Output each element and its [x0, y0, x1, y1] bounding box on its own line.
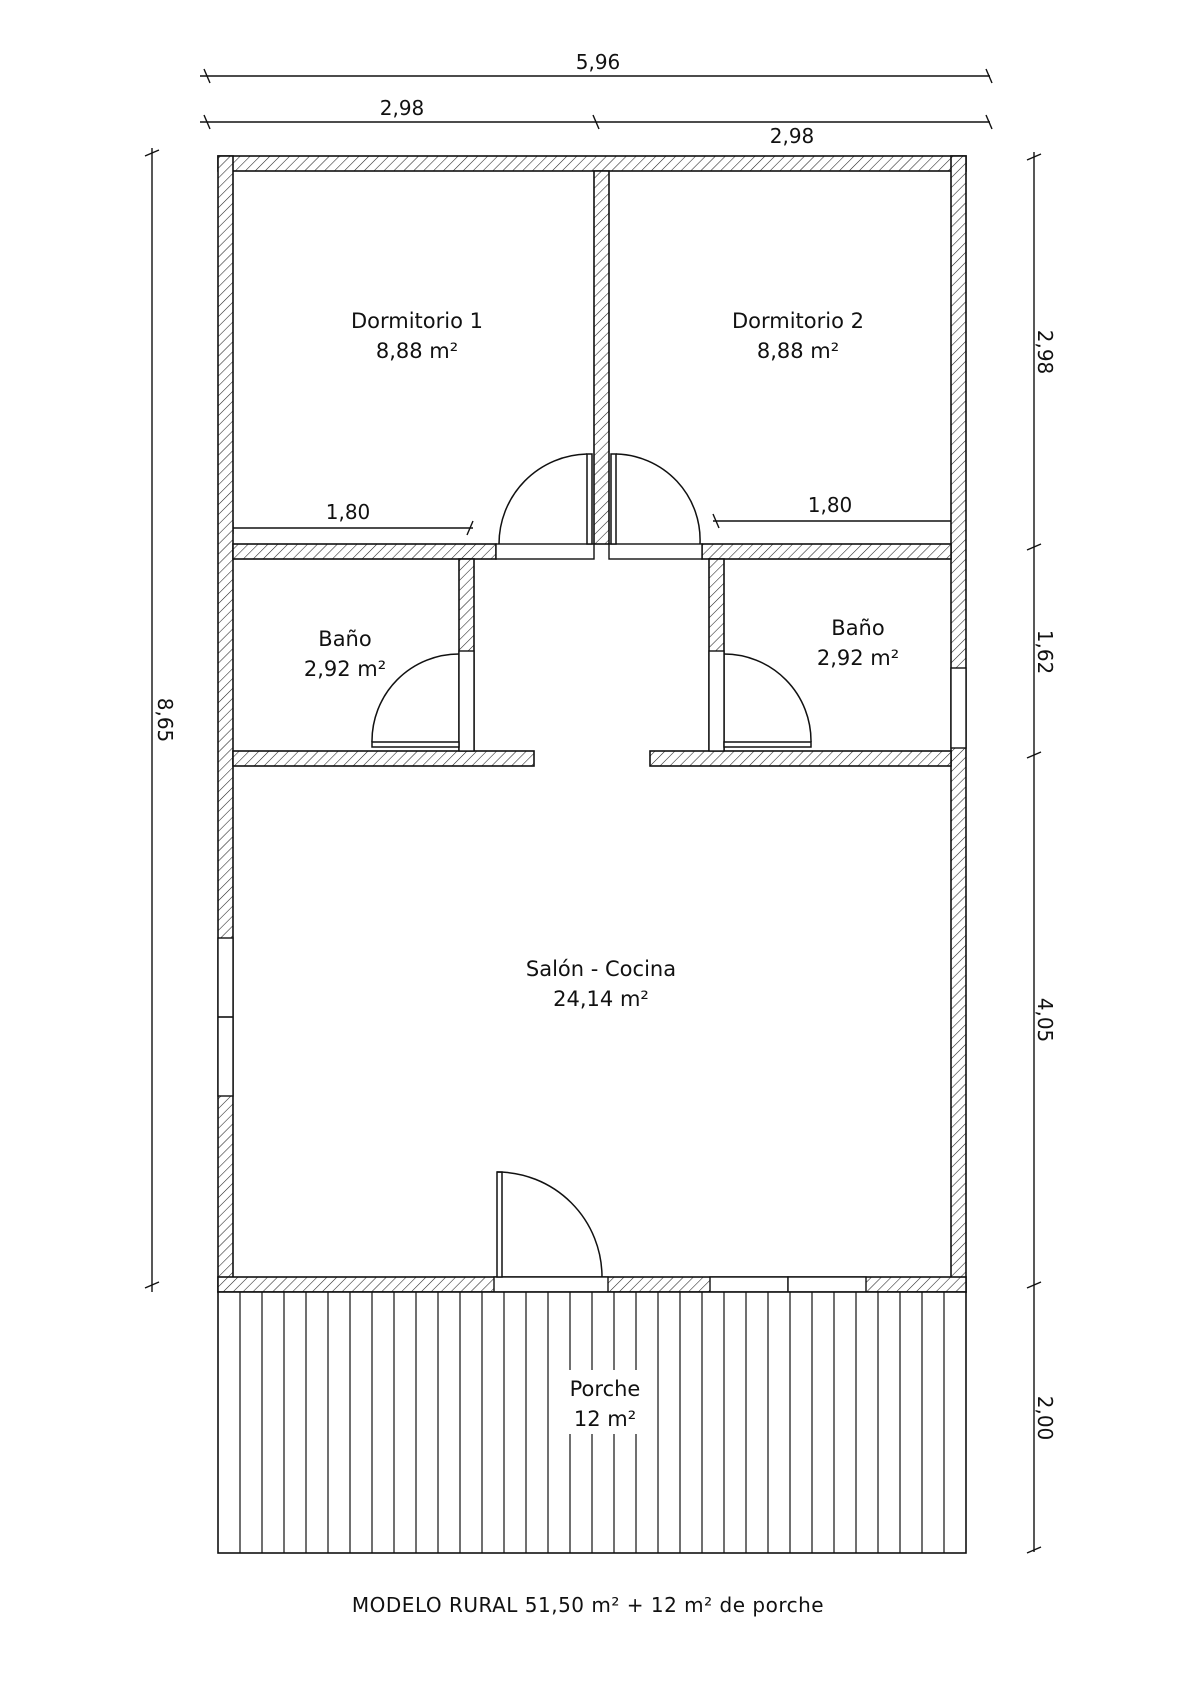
room-labels: Dormitorio 1 8,88 m² Dormitorio 2 8,88 m… — [304, 309, 899, 1011]
dim-bed1-closet: 1,80 — [326, 500, 371, 524]
dim-total-width: 5,96 — [576, 50, 621, 74]
dimension-lines — [144, 68, 1042, 1554]
bed2-door-gap — [608, 543, 703, 560]
door-entrada — [496, 1171, 603, 1278]
wall-bath1-bottom — [232, 750, 535, 767]
room-area-dormitorio2: 8,88 m² — [757, 339, 839, 363]
door-bano1 — [371, 653, 460, 748]
room-name-salon: Salón - Cocina — [526, 957, 676, 981]
room-area-salon: 24,14 m² — [553, 987, 649, 1011]
window-bottom-2 — [787, 1276, 867, 1293]
wall-bath2-bottom — [649, 750, 952, 767]
room-name-bano1: Baño — [318, 627, 371, 651]
window-bottom-1 — [709, 1276, 789, 1293]
room-area-dormitorio1: 8,88 m² — [376, 339, 458, 363]
bed1-door-gap — [495, 543, 595, 560]
porch-label: Porche 12 m² — [555, 1370, 655, 1434]
room-name-dormitorio2: Dormitorio 2 — [732, 309, 864, 333]
dim-bed2-closet: 1,80 — [808, 493, 853, 517]
room-name-dormitorio1: Dormitorio 1 — [351, 309, 483, 333]
wall-bedroom-divider — [593, 170, 610, 545]
door-dormitorio1 — [498, 453, 593, 545]
entrance-threshold — [493, 1276, 609, 1293]
room-area-bano1: 2,92 m² — [304, 657, 386, 681]
door-dormitorio2 — [610, 453, 701, 545]
bath2-door-gap — [708, 650, 725, 752]
window-bath2 — [950, 667, 967, 749]
room-name-bano2: Baño — [831, 616, 884, 640]
dim-total-depth: 8,65 — [153, 698, 177, 743]
wall-bed1-bottom — [232, 543, 497, 560]
door-bano2 — [723, 653, 812, 748]
dim-left-width: 2,98 — [380, 96, 425, 120]
wall-top — [217, 155, 967, 172]
plan-caption: MODELO RURAL 51,50 m² + 12 m² de porche — [352, 1593, 824, 1617]
openings — [217, 543, 967, 1293]
room-area-bano2: 2,92 m² — [817, 646, 899, 670]
room-area-porche: 12 m² — [574, 1407, 636, 1431]
bath1-door-gap — [458, 650, 475, 752]
dim-bedroom-depth: 2,98 — [1033, 330, 1057, 375]
wall-left — [217, 155, 234, 1293]
dim-porch-depth: 2,00 — [1033, 1396, 1057, 1441]
dim-bath-depth: 1,62 — [1033, 630, 1057, 675]
wall-bed2-bottom — [701, 543, 952, 560]
dim-living-depth: 4,05 — [1033, 998, 1057, 1043]
dimension-labels: 5,96 2,98 2,98 1,80 1,80 8,65 2,98 1,62 … — [153, 50, 1057, 1440]
doors — [371, 453, 812, 1278]
room-name-porche: Porche — [570, 1377, 641, 1401]
dim-right-width: 2,98 — [770, 124, 815, 148]
